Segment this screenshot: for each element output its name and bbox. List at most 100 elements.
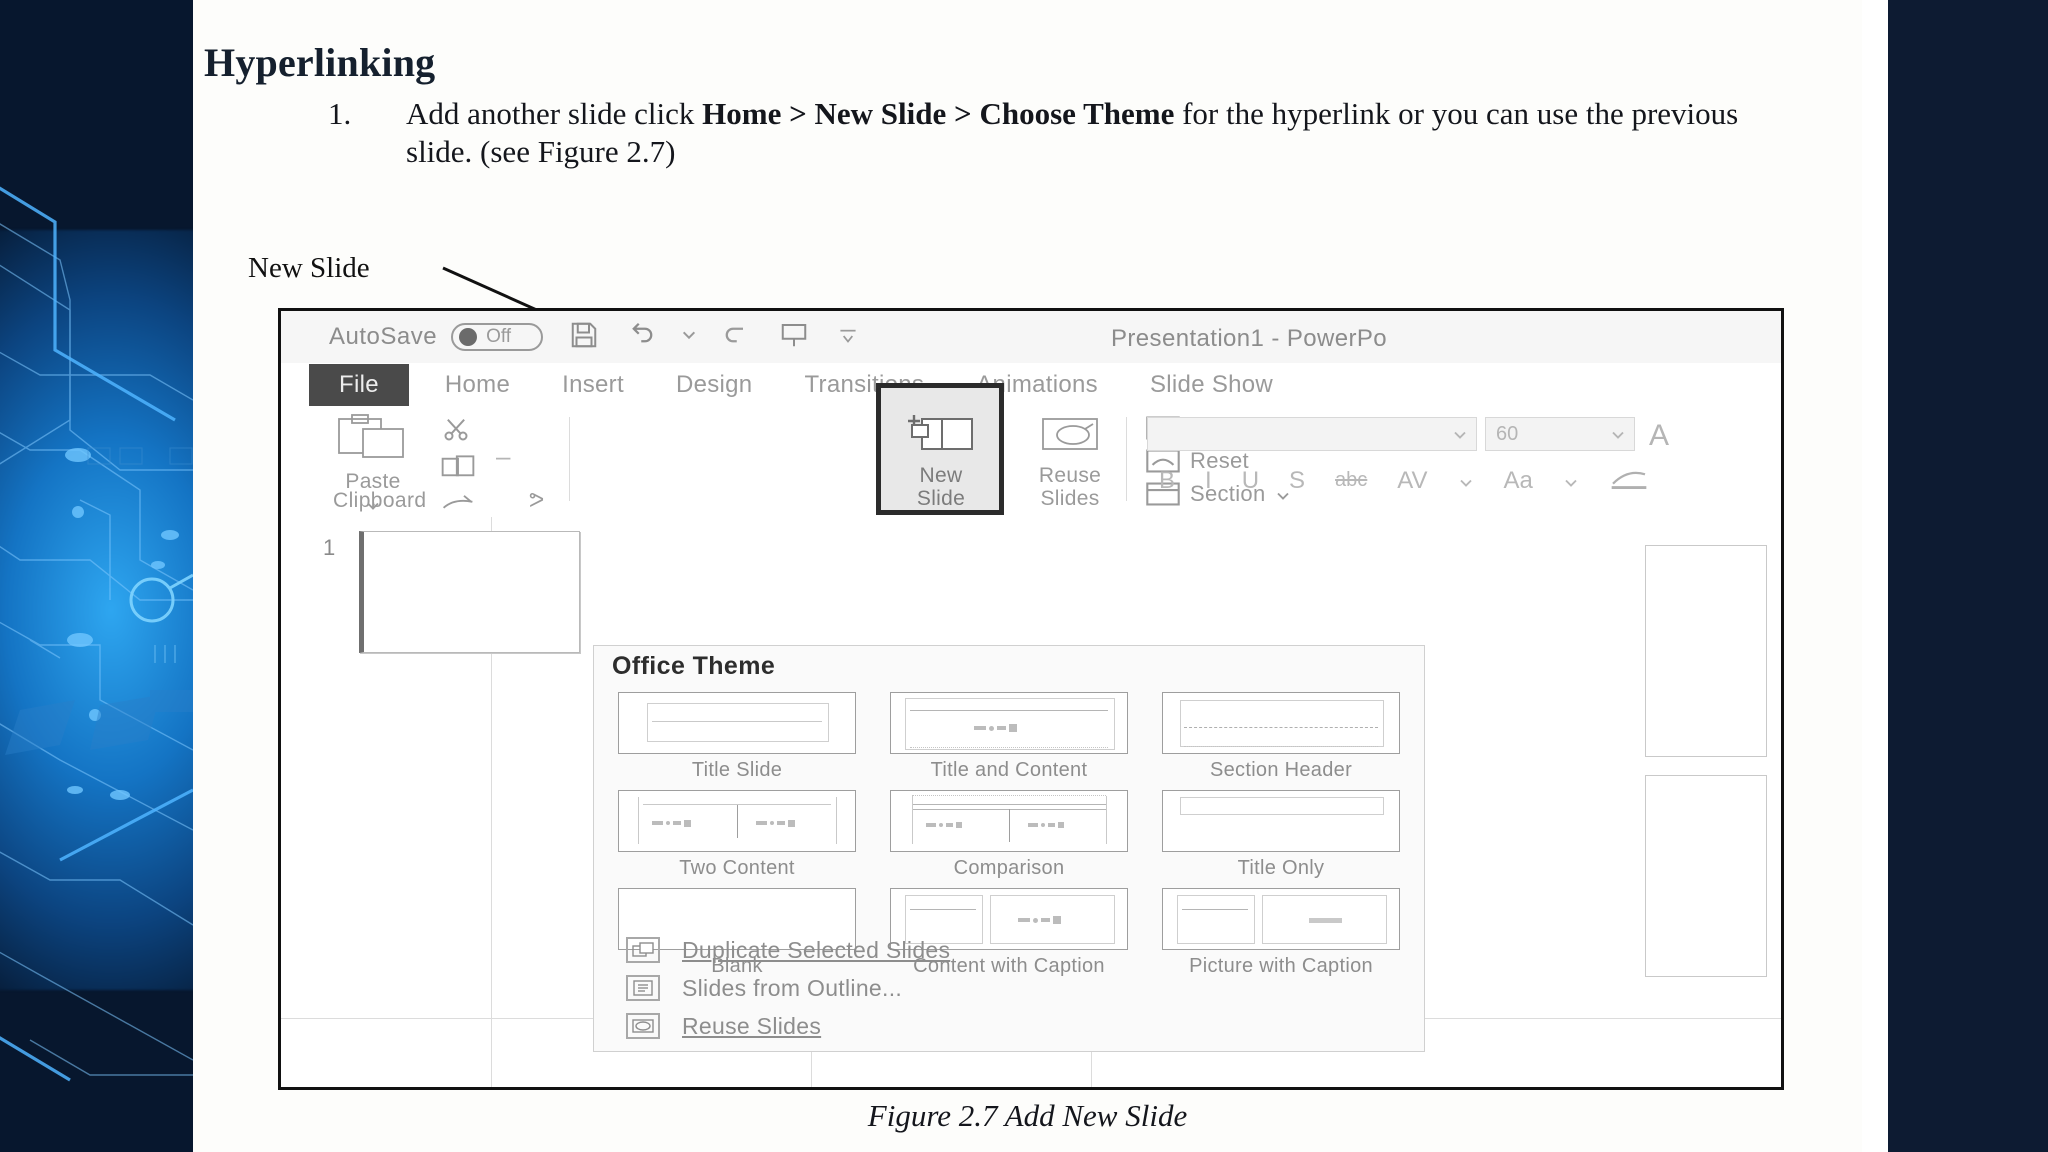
layout-thumb-content-with-caption — [890, 888, 1128, 950]
new-slide-label-line2: Slide — [916, 487, 966, 511]
right-decorative-band — [1888, 0, 2048, 1152]
menu-item-reuse-slides[interactable]: Reuse Slides — [604, 1007, 1404, 1045]
instruction-part-1: Add another slide click — [406, 96, 703, 131]
section-label: Section — [1190, 481, 1266, 506]
ribbon: Paste — [281, 383, 1781, 520]
new-slide-layout-gallery[interactable]: Office Theme Title Slide — [593, 645, 1425, 1052]
present-icon[interactable] — [779, 320, 809, 355]
text-highlight-icon[interactable] — [1609, 465, 1649, 496]
tab-home[interactable]: Home — [444, 371, 511, 398]
powerpoint-window-screenshot: AutoSave Off — [278, 308, 1784, 1090]
layout-thumb-title-only — [1162, 790, 1400, 852]
slide-canvas-secondary[interactable] — [1645, 775, 1767, 977]
character-spacing-button[interactable]: AV — [1397, 466, 1428, 494]
layout-item-blank[interactable]: Blank — [604, 882, 870, 980]
layout-item-title-slide[interactable]: Title Slide — [604, 686, 870, 784]
font-name-combobox[interactable] — [1147, 417, 1477, 451]
layout-thumb-title-slide — [618, 692, 856, 754]
layout-item-comparison[interactable]: Comparison — [876, 784, 1142, 882]
instruction-part-2: for the hyperlink or you can use the pre… — [406, 96, 1739, 169]
page-title: Hyperlinking — [204, 39, 436, 85]
redo-icon[interactable] — [723, 320, 753, 355]
italic-button[interactable]: I — [1205, 466, 1212, 494]
reuse-slides-button[interactable]: Reuse Slides — [1017, 411, 1123, 510]
slide-thumbnail-1[interactable] — [359, 531, 580, 653]
layout-item-content-with-caption[interactable]: Content with Caption — [876, 882, 1142, 980]
ppt-title-bar: AutoSave Off — [281, 311, 1781, 363]
scissors-icon[interactable] — [439, 415, 477, 448]
underline-button[interactable]: U — [1241, 466, 1260, 494]
instruction-bold-new-slide: New Slide — [814, 96, 947, 131]
slide-canvas-primary[interactable] — [1645, 545, 1767, 757]
ribbon-tab-strip: File Home Insert Design Transitions Anim… — [281, 363, 1781, 407]
autosave-label: AutoSave — [329, 323, 438, 350]
clipboard-separator-dash: – — [496, 441, 511, 471]
quick-access-toolbar — [569, 320, 887, 355]
slide-number-label: 1 — [323, 535, 336, 560]
clipboard-dialog-launcher[interactable]: ᕗ — [529, 489, 545, 512]
ribbon-divider-1 — [569, 417, 570, 501]
instruction-sep-2: > — [946, 96, 980, 131]
bold-button[interactable]: B — [1159, 466, 1176, 494]
paste-dropdown-chevron-icon[interactable] — [319, 493, 427, 516]
font-size-value: 60 — [1496, 422, 1519, 445]
format-painter-icon[interactable] — [439, 491, 477, 520]
layout-item-title-and-content[interactable]: Title and Content — [876, 686, 1142, 784]
slide-content-area: Hyperlinking 1. Add another slide click … — [193, 0, 1862, 1152]
layout-caption: Comparison — [953, 857, 1065, 879]
tab-file[interactable]: File — [309, 364, 409, 406]
list-number: 1. — [328, 96, 352, 131]
tab-slide-show[interactable]: Slide Show — [1149, 371, 1274, 398]
font-size-chevron-down-icon[interactable] — [1610, 423, 1626, 446]
text-shadow-button[interactable]: S — [1289, 466, 1306, 494]
ribbon-divider-2 — [1126, 417, 1127, 501]
new-slide-button[interactable]: New Slide — [891, 411, 991, 510]
clipboard-small-buttons — [439, 415, 477, 520]
undo-icon[interactable] — [625, 320, 655, 355]
layout-thumb-picture-with-caption — [1162, 888, 1400, 950]
layout-thumb-two-content — [618, 790, 856, 852]
tab-design[interactable]: Design — [675, 371, 753, 398]
character-spacing-chevron-down-icon[interactable] — [1458, 467, 1474, 495]
gallery-menu-items: Duplicate Selected Slides Slides from Ou… — [604, 931, 1404, 1045]
layout-item-section-header[interactable]: Section Header — [1148, 686, 1414, 784]
tab-insert[interactable]: Insert — [562, 371, 624, 398]
document-title: Presentation1 - PowerPo — [1111, 325, 1388, 352]
callout-label-new-slide: New Slide — [248, 252, 370, 284]
font-format-row: B I U S abc AV Aa — [1159, 465, 1679, 496]
increase-font-size-button[interactable]: A — [1649, 419, 1670, 452]
menu-item-label: Reuse Slides — [682, 1012, 822, 1039]
customize-quick-access-icon[interactable] — [835, 322, 861, 353]
layout-item-two-content[interactable]: Two Content — [604, 784, 870, 882]
layout-thumb-comparison — [890, 790, 1128, 852]
reset-button[interactable]: Reset — [1146, 448, 1291, 474]
section-button[interactable]: Section — [1146, 481, 1291, 507]
layout-item-title-only[interactable]: Title Only — [1148, 784, 1414, 882]
blue-glow — [0, 230, 193, 990]
chevron-down-icon[interactable] — [681, 327, 697, 348]
menu-item-duplicate-selected-slides[interactable]: Duplicate Selected Slides — [604, 931, 1404, 969]
section-chevron-down-icon[interactable] — [1275, 481, 1291, 507]
layout-thumb-section-header — [1162, 692, 1400, 754]
ribbon-group-font: 60 A B I U S abc AV Aa — [1141, 407, 1781, 517]
layout-item-picture-with-caption[interactable]: Picture with Caption — [1148, 882, 1414, 980]
new-slide-label-line1: New — [919, 464, 963, 488]
reset-label: Reset — [1190, 448, 1249, 473]
copy-icon[interactable] — [439, 454, 477, 485]
strikethrough-button[interactable]: abc — [1335, 469, 1368, 491]
reuse-slides-label-line1: Reuse — [1038, 464, 1102, 488]
font-size-combobox[interactable]: 60 — [1485, 417, 1635, 451]
menu-item-label: Slides from Outline... — [682, 974, 903, 1001]
change-case-button[interactable]: Aa — [1503, 466, 1533, 494]
paste-button[interactable]: Paste — [319, 413, 427, 516]
change-case-chevron-down-icon[interactable] — [1563, 467, 1579, 495]
slide-thumbnail-pane[interactable] — [281, 517, 492, 1087]
font-name-chevron-down-icon[interactable] — [1452, 423, 1468, 446]
save-icon[interactable] — [569, 320, 599, 355]
instruction-bold-home: Home — [702, 96, 782, 131]
autosave-toggle[interactable]: Off — [451, 323, 544, 351]
layout-caption: Content with Caption — [913, 955, 1105, 977]
circuit-board-graphic — [0, 186, 193, 1082]
section-icon — [1146, 482, 1180, 506]
menu-item-slides-from-outline[interactable]: Slides from Outline... — [604, 969, 1404, 1007]
